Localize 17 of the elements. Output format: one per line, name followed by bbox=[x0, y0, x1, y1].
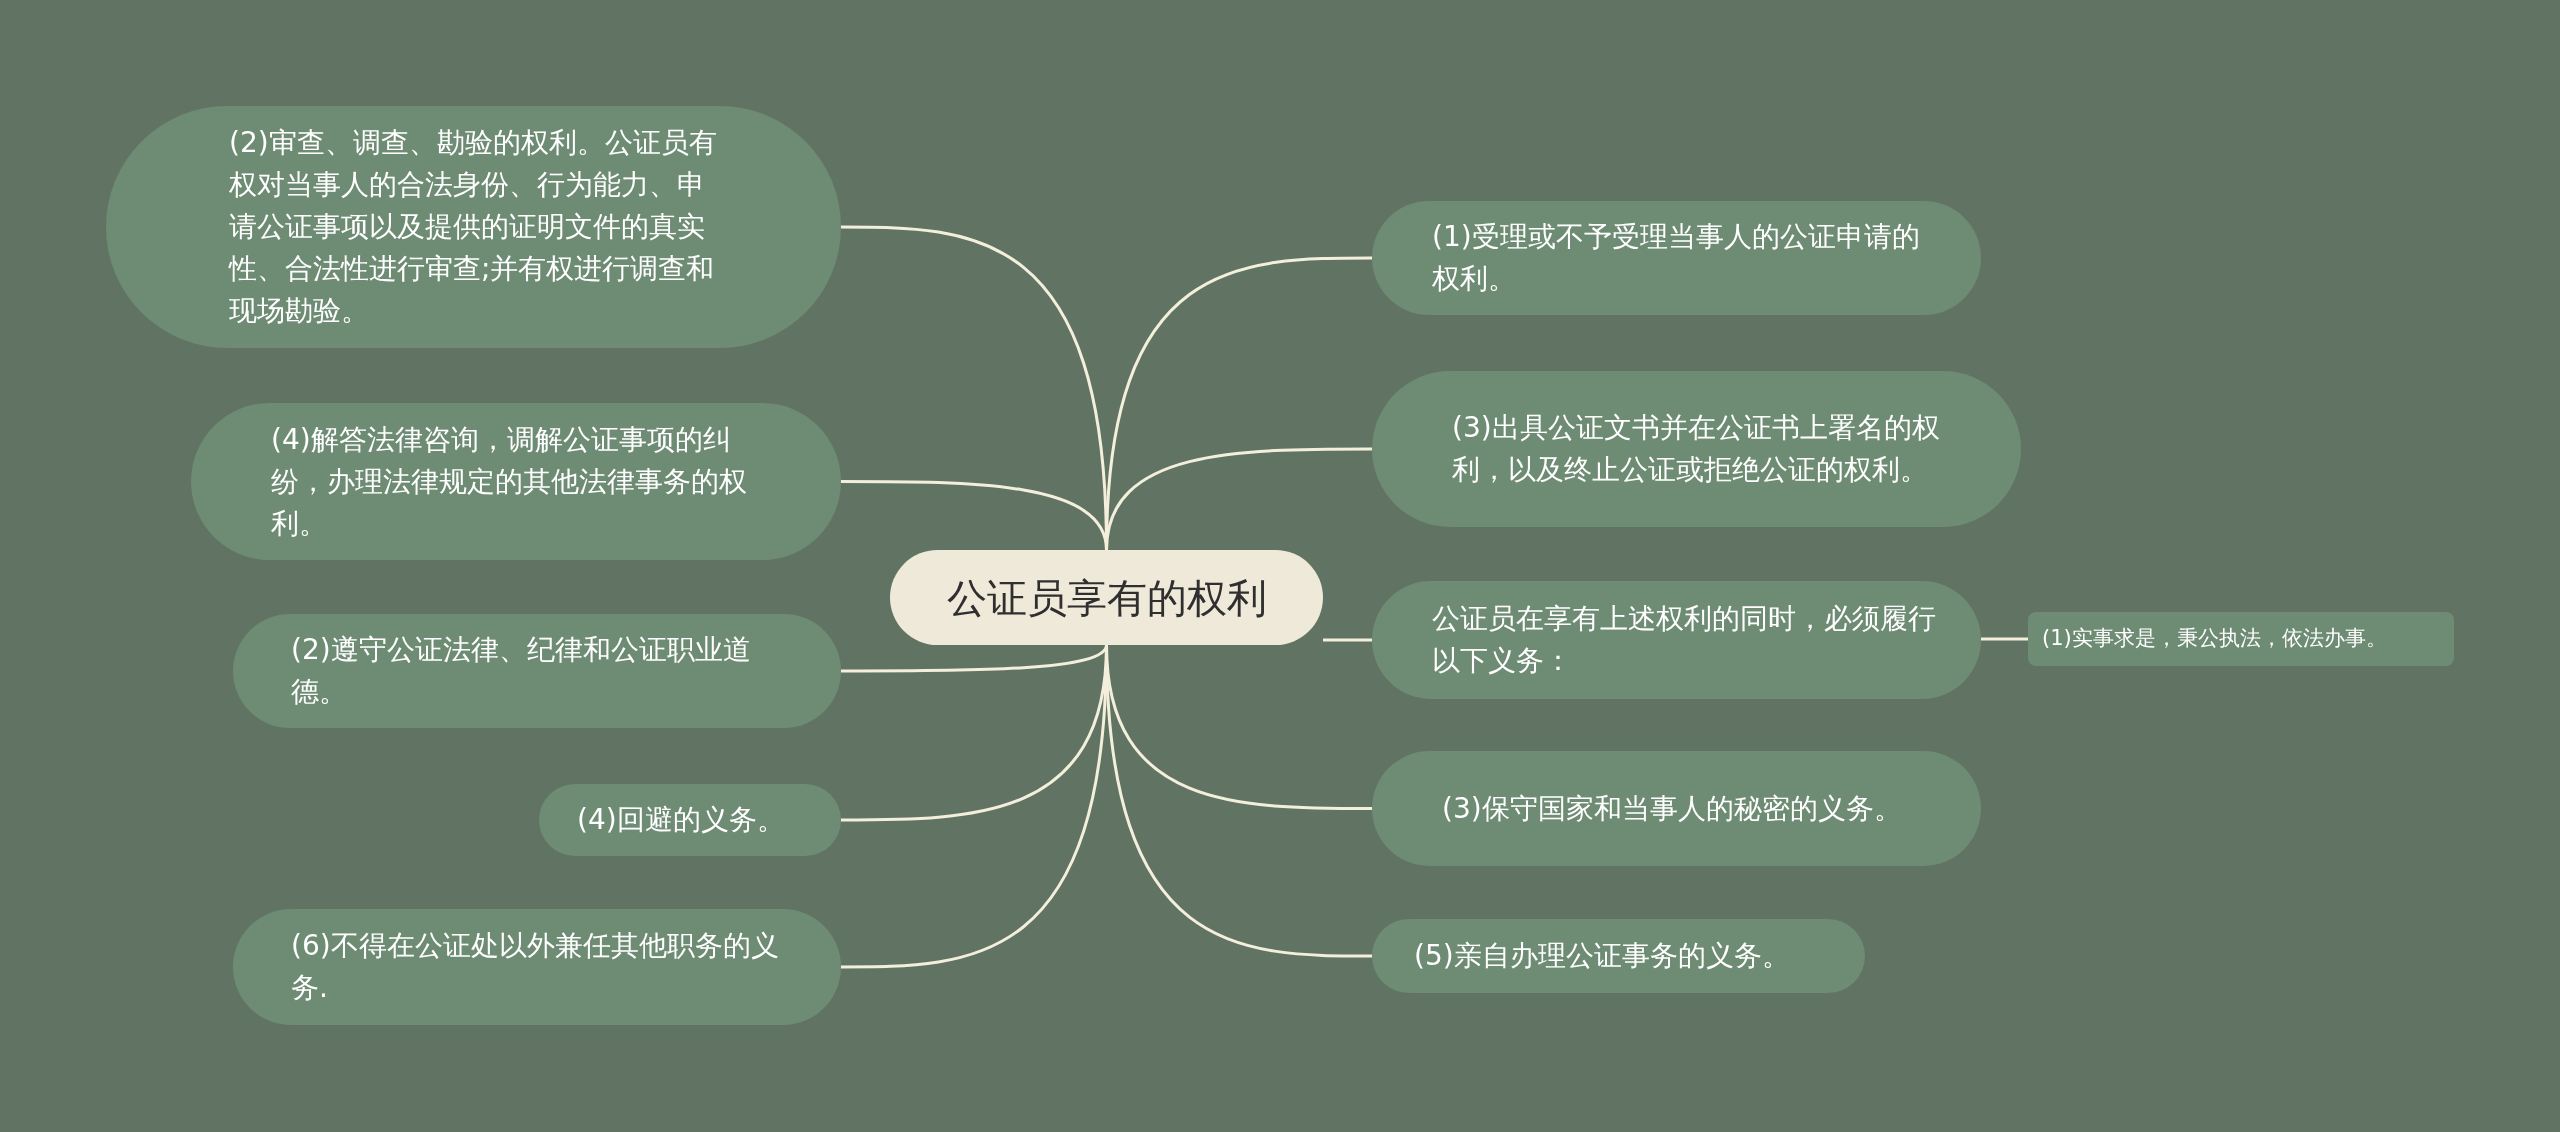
topic-text: (3)保守国家和当事人的秘密的义务。 bbox=[1442, 790, 1902, 827]
topic-text: 公证员享有的权利 bbox=[946, 573, 1267, 623]
connector-line bbox=[1981, 637, 2028, 641]
topic-text: (4)回避的义务。 bbox=[577, 802, 785, 838]
topic-text: (1)受理或不予受理当事人的公证申请的权利。 bbox=[1432, 219, 1921, 297]
topic-text: (3)出具公证文书并在公证书上署名的权利，以及终止公证或拒绝公证的权利。 bbox=[1452, 410, 1941, 488]
topic-text: (4)解答法律咨询，调解公证事项的纠纷，办理法律规定的其他法律事务的权利。 bbox=[271, 421, 748, 542]
connector-line bbox=[841, 644, 1108, 673]
topic-text: (1)实事求是，秉公执法，依法办事。 bbox=[2042, 625, 2387, 653]
topic-text: 公证员在享有上述权利的同时，必须履行以下义务： bbox=[1432, 601, 1936, 679]
connector-line bbox=[1105, 447, 1372, 551]
topic-text: (6)不得在公证处以外兼任其他职务的义务. bbox=[291, 928, 780, 1006]
connector-line bbox=[1323, 638, 1372, 642]
topic-text: (5)亲自办理公证事务的义务。 bbox=[1414, 938, 1790, 974]
topic-box bbox=[2028, 612, 2454, 666]
topic-text: (2)审查、调查、勘验的权利。公证员有权对当事人的合法身份、行为能力、申请公证事项以及提供的证明文件的真实性、合法性进行审查;并有权进行调查和现场勘验。 bbox=[229, 125, 718, 329]
topic-text: (2)遵守公证法律、纪律和公证职业道德。 bbox=[291, 632, 752, 710]
